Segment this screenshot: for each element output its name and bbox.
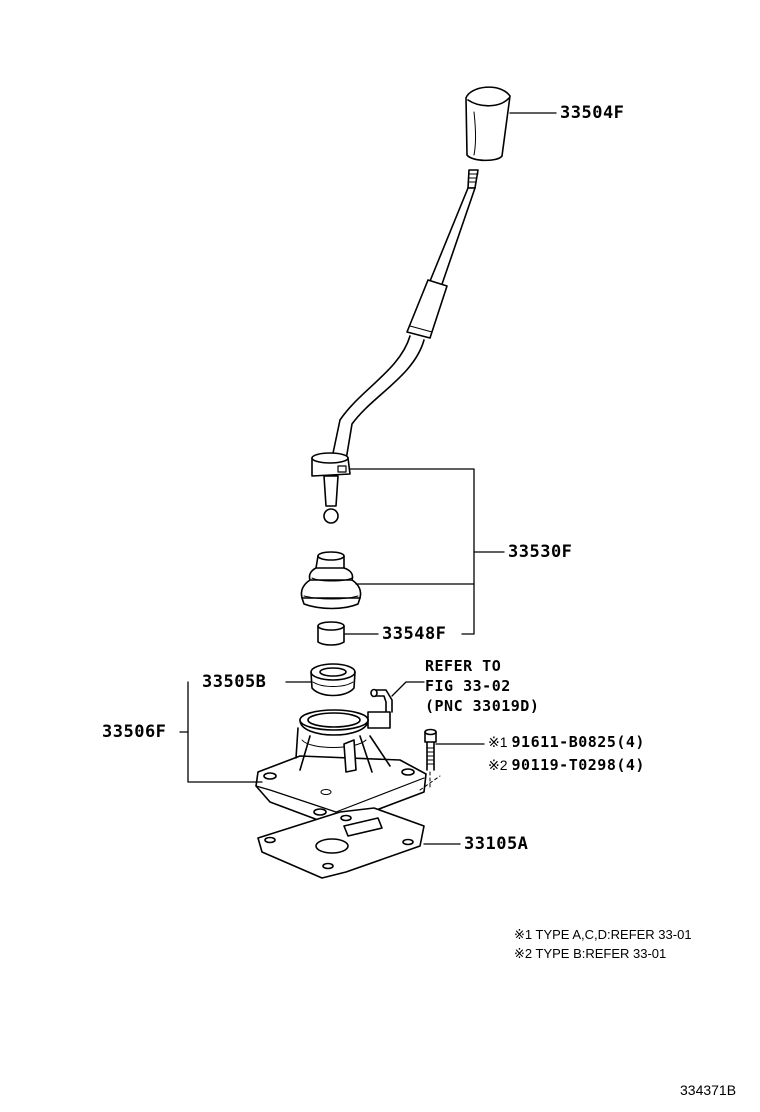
footnote-1: ※1 TYPE A,C,D:REFER 33-01 <box>514 927 692 942</box>
bushing-drawing <box>317 621 345 646</box>
refer-line-1: REFER TO <box>425 657 502 675</box>
bolt-callout-2: ※2 90119-T0298(4) <box>488 756 645 775</box>
figure-id: 334371B <box>680 1082 737 1098</box>
bolt-drawing <box>419 728 441 791</box>
callout-33504f: 33504F <box>560 103 625 123</box>
callout-33505b: 33505B <box>202 672 267 692</box>
callout-33530f: 33530F <box>508 542 573 562</box>
note-mark-2: ※2 <box>488 757 508 773</box>
callout-33548f: 33548F <box>382 624 447 644</box>
seat-drawing <box>310 663 356 697</box>
footnote-2: ※2 TYPE B:REFER 33-01 <box>514 946 667 961</box>
note-mark-1: ※1 <box>488 734 508 750</box>
shift-boot-drawing <box>300 551 362 610</box>
retainer-housing-drawing <box>255 709 427 827</box>
lever-shaft-drawing <box>311 169 479 524</box>
refer-line-2: FIG 33-02 <box>425 677 511 695</box>
callout-33105a: 33105A <box>464 834 529 854</box>
refer-line-3: (PNC 33019D) <box>425 697 540 715</box>
leader-lines <box>179 112 557 845</box>
callout-33506f: 33506F <box>102 722 167 742</box>
shift-knob-drawing <box>465 86 511 162</box>
gasket-drawing <box>257 807 425 879</box>
pipe-fitting-drawing <box>367 688 393 729</box>
bolt-part-2: 90119-T0298(4) <box>511 756 645 774</box>
bolt-part-1: 91611-B0825(4) <box>511 733 645 751</box>
bolt-callout-1: ※1 91611-B0825(4) <box>488 733 645 752</box>
